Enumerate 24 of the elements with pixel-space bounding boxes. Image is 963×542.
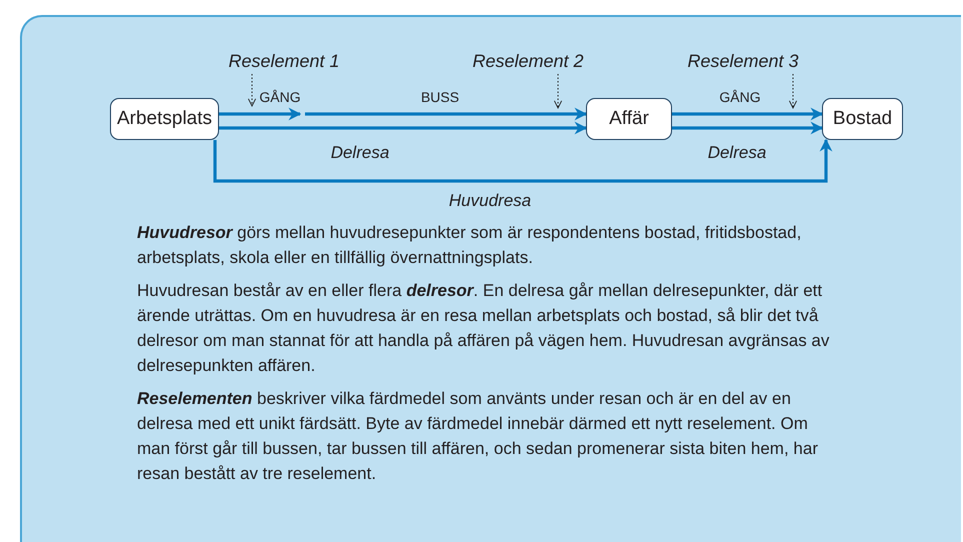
element-label: Reselement 3 [681, 48, 805, 74]
edge-label: Delresa [330, 143, 390, 163]
arrow [219, 122, 588, 134]
arrow [219, 108, 302, 120]
paragraph: Huvudresor görs mellan huvudresepunkter som är respondentens bostad, fritidsbostad, arbetsplats, skola eller en tillfällig övernattningsplats. [137, 222, 802, 269]
edge-label: GÅNG [259, 89, 301, 105]
edge-label: BUSS [420, 89, 460, 105]
place-box: Bostad [822, 98, 903, 140]
place-box: Arbetsplats [110, 98, 219, 140]
dotted-arrow [248, 74, 256, 106]
edge-label: Huvudresa [448, 191, 532, 211]
arrow [672, 108, 824, 120]
dotted-arrow [554, 74, 562, 108]
edge-label: Delresa [708, 143, 766, 163]
arrow [305, 108, 588, 120]
place-box: Affär [586, 98, 672, 140]
paragraph: Huvudresan består av en eller flera delresor. En delresa går mellan delresepunkter, där ett ärende uträttas. Om en huvudresa är en resa mellan arbetsplats och bostad, så blir det två delresor om man stannat för att handla på affären på vägen hem. Huvudresan avgränsas av delresepunkten affären. [137, 280, 830, 377]
dotted-arrow [788, 74, 798, 108]
arrow [213, 138, 832, 183]
arrow [672, 122, 824, 134]
edge-label: GÅNG [719, 89, 761, 105]
paragraph: Reselementen beskriver vilka färdmedel som använts under resan och är en del av en delresa med ett unikt färdsätt. Byte av färdmedel innebär därmed ett nytt reselement. Om man först går till bussen, tar bussen till affären, och sedan promenerar sista biten hem, har resan bestått av tre reselement. [137, 388, 819, 485]
element-label: Reselement 1 [222, 48, 346, 74]
element-label: Reselement 2 [466, 48, 590, 74]
